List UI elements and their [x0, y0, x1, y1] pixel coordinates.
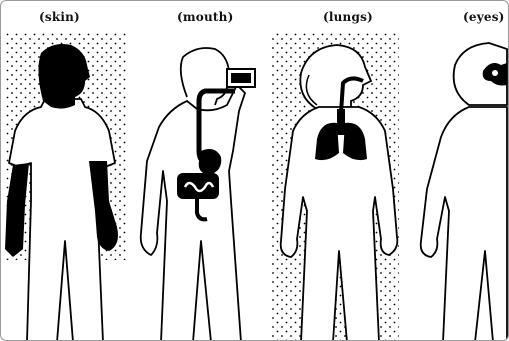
panel-skin — [5, 31, 128, 341]
label-skin: (skin) — [39, 10, 80, 24]
trachea — [337, 109, 345, 135]
body-outline-mouth — [141, 85, 245, 341]
label-mouth: (mouth) — [177, 10, 233, 24]
label-eyes: (eyes) — [463, 10, 505, 24]
panel-eyes — [421, 43, 507, 341]
panel-lungs — [271, 31, 399, 341]
panel-mouth — [141, 48, 255, 341]
body-outline-eyes — [421, 107, 507, 341]
head-outline-mouth — [181, 48, 233, 105]
label-lungs: (lungs) — [323, 10, 373, 24]
